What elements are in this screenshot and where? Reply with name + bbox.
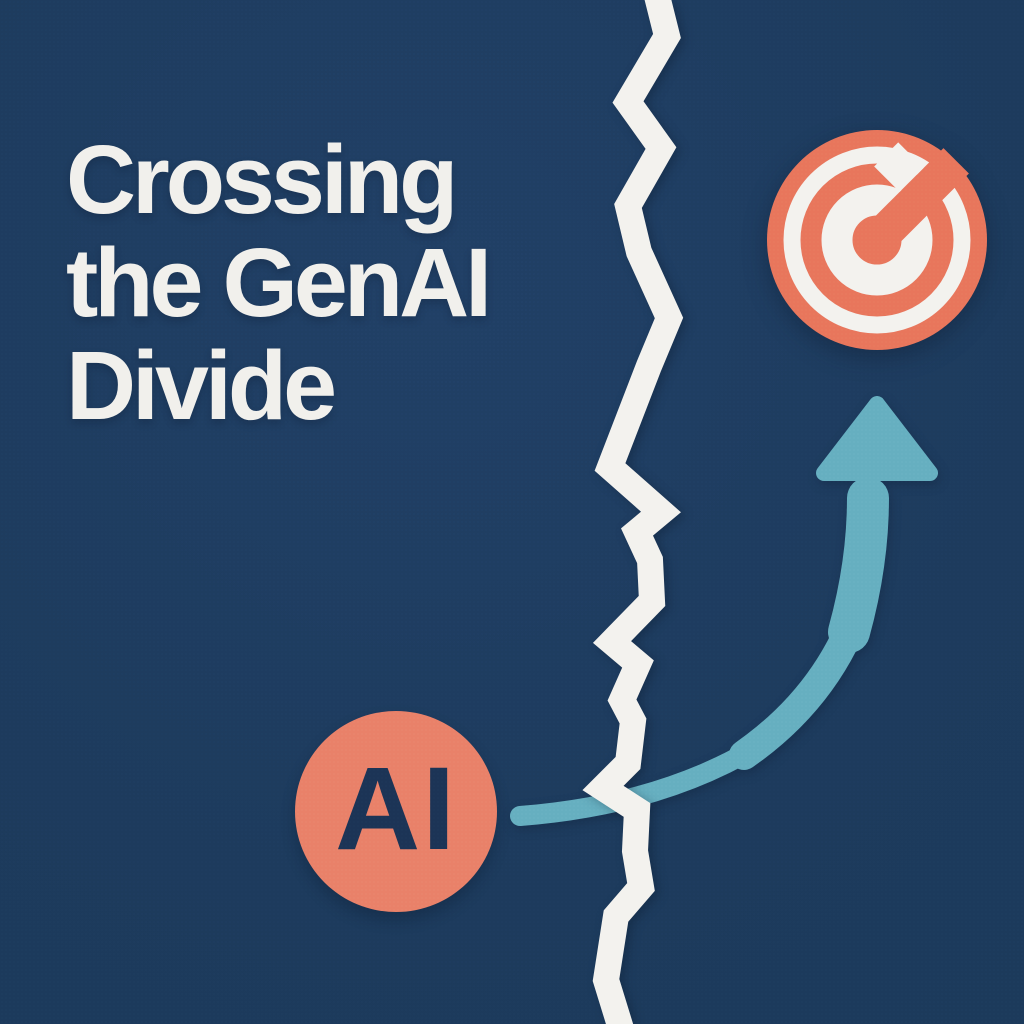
ai-badge: AI — [295, 711, 497, 912]
target-bullseye-icon — [767, 130, 987, 350]
target-needle — [864, 148, 969, 253]
title-line-2: the GenAI — [66, 228, 492, 337]
arrow-shaft-top — [828, 477, 889, 653]
target-ring-inner — [821, 184, 933, 296]
poster-title: Crossing the GenAI Divide — [66, 125, 492, 440]
target-ring-gap — [874, 142, 924, 192]
target-ring-outer — [783, 146, 971, 334]
ai-badge-label: AI — [335, 742, 457, 875]
crack-line — [582, 0, 684, 1024]
title-line-1: Crossing — [66, 125, 458, 234]
arrow-head — [816, 396, 938, 481]
title-line-3: Divide — [66, 331, 337, 440]
